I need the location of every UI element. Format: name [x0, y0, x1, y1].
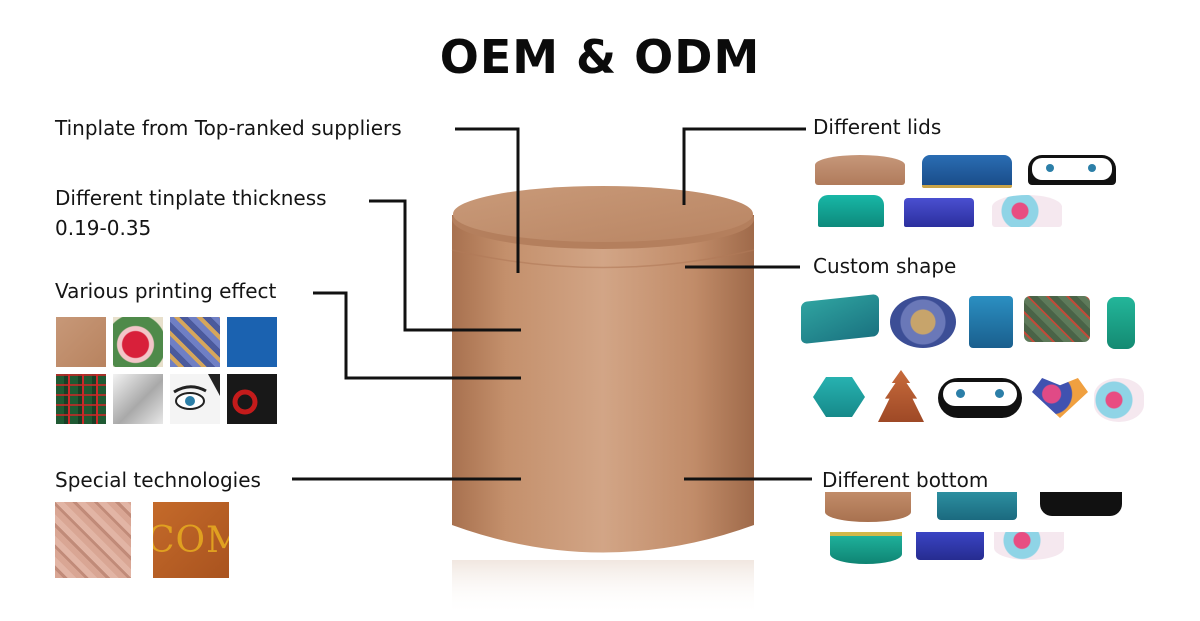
swatch-tartan: [56, 374, 106, 424]
shape-tartan-tin: [1024, 296, 1090, 342]
shape-tall-cylinder-tin: [1107, 297, 1135, 349]
shape-eyes-tin: [938, 378, 1022, 418]
label-lids: Different lids: [813, 115, 942, 139]
label-shape: Custom shape: [813, 254, 957, 278]
lid-blue-square: [922, 155, 1012, 188]
embossed-pattern-sample: [55, 502, 131, 578]
shape-floral-tin: [1094, 378, 1144, 422]
swatch-blue: [227, 317, 277, 367]
shape-square-tall-tin: [969, 296, 1013, 348]
lid-floral: [992, 195, 1062, 227]
embossed-text: COM: [153, 520, 229, 561]
swatch-black-red: [227, 374, 277, 424]
lid-purple: [904, 198, 974, 227]
embossed-logo-sample: COM: [153, 502, 229, 578]
label-special-tech: Special technologies: [55, 468, 261, 492]
swatch-silver: [113, 374, 163, 424]
lid-eyes: [1028, 155, 1116, 185]
page-title: OEM & ODM: [439, 30, 761, 84]
label-thickness-range: 0.19-0.35: [55, 216, 152, 240]
bottom-teal-square: [937, 492, 1017, 520]
shape-hexagon-tin: [813, 377, 865, 417]
swatch-rose-print: [113, 317, 163, 367]
swatch-rose-gold: [56, 317, 106, 367]
lid-rose-gold: [815, 155, 905, 185]
swatch-pattern-print: [170, 317, 220, 367]
bottom-black: [1040, 492, 1122, 516]
bottom-purple: [916, 532, 984, 560]
label-bottom: Different bottom: [822, 468, 989, 492]
label-printing: Various printing effect: [55, 279, 277, 303]
bottom-rose-gold: [825, 492, 911, 522]
lid-teal: [818, 195, 884, 227]
label-tinplate-source: Tinplate from Top-ranked suppliers: [55, 116, 402, 140]
swatch-eye-print: [170, 374, 220, 424]
shape-round-tin: [890, 296, 956, 348]
label-thickness: Different tinplate thickness: [55, 186, 327, 210]
bottom-teal-round: [830, 532, 902, 564]
bottom-floral: [994, 532, 1064, 560]
shape-rect-tin: [801, 293, 879, 345]
